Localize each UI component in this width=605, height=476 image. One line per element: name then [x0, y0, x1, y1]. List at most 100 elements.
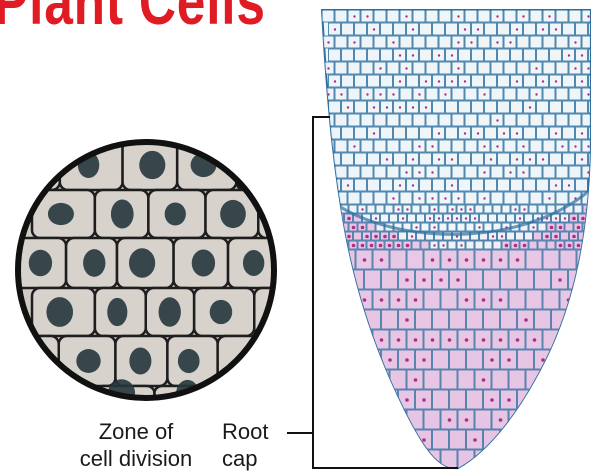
micro-cell-nucleus	[223, 381, 250, 405]
root-cell	[374, 140, 386, 152]
root-cell	[525, 232, 533, 240]
root-cell-nucleus	[574, 145, 576, 147]
root-cell	[484, 270, 500, 289]
root-cell	[331, 350, 347, 369]
root-cell-nucleus	[516, 28, 518, 30]
root-cell	[556, 88, 568, 100]
root-cell	[569, 350, 585, 369]
root-cell-nucleus	[496, 15, 498, 17]
root-cell-nucleus	[574, 41, 576, 43]
root-cell-nucleus	[535, 93, 537, 95]
root-cell-nucleus	[354, 358, 358, 362]
root-cell-nucleus	[370, 244, 374, 248]
micro-cell-nucleus	[178, 349, 200, 373]
root-cell	[504, 62, 516, 74]
root-cell	[467, 390, 483, 409]
root-cell	[331, 430, 347, 449]
root-cell-nucleus	[492, 235, 494, 237]
root-cell-nucleus	[473, 438, 477, 442]
root-cell	[439, 223, 447, 231]
root-cell	[331, 310, 347, 329]
root-cell	[439, 10, 451, 22]
root-cell-nucleus	[590, 217, 594, 221]
root-cell	[498, 75, 510, 87]
root-cell-nucleus	[572, 235, 576, 239]
root-cell-nucleus	[438, 54, 440, 56]
root-cell	[441, 290, 457, 309]
root-cell	[426, 88, 438, 100]
root-cell	[491, 166, 503, 178]
root-cell-nucleus	[380, 258, 384, 262]
root-cell	[408, 214, 416, 222]
root-cell	[382, 390, 398, 409]
root-cell	[577, 410, 593, 429]
root-cell	[387, 166, 399, 178]
root-cell-nucleus	[496, 119, 498, 121]
root-cell	[560, 330, 576, 349]
root-cell-nucleus	[431, 145, 433, 147]
root-cell	[426, 114, 438, 126]
root-cell	[439, 205, 447, 213]
root-cell-nucleus	[499, 298, 503, 302]
root-cell-nucleus	[532, 226, 534, 228]
root-cell-nucleus	[431, 338, 435, 342]
root-cell	[509, 290, 525, 309]
root-cell-nucleus	[414, 378, 418, 382]
root-cell-nucleus	[507, 438, 511, 442]
root-cell	[560, 410, 576, 429]
root-cell-nucleus	[587, 15, 589, 17]
root-cell	[535, 270, 551, 289]
root-cell-nucleus	[548, 197, 550, 199]
root-cell-nucleus	[438, 132, 440, 134]
root-cell-nucleus	[363, 338, 367, 342]
root-cell-nucleus	[577, 226, 581, 230]
root-cell-nucleus	[568, 184, 570, 186]
root-cell-nucleus	[425, 80, 427, 82]
root-cell	[331, 205, 339, 213]
root-cell-nucleus	[374, 235, 378, 239]
root-cell	[478, 114, 490, 126]
root-cell	[552, 390, 568, 409]
root-cell-nucleus	[353, 145, 355, 147]
root-cell-nucleus	[587, 67, 589, 69]
root-cell-nucleus	[405, 278, 409, 282]
root-cell	[535, 390, 551, 409]
root-cell-nucleus	[507, 358, 511, 362]
root-cell-nucleus	[464, 132, 466, 134]
root-cell-nucleus	[509, 41, 511, 43]
root-cell-nucleus	[353, 41, 355, 43]
root-cell	[535, 310, 551, 329]
root-cell-nucleus	[572, 217, 576, 221]
root-cell	[543, 166, 555, 178]
root-cell-nucleus	[327, 41, 329, 43]
root-cell	[530, 114, 542, 126]
root-cell	[413, 62, 425, 74]
root-cell-nucleus	[509, 171, 511, 173]
root-cell-nucleus	[575, 358, 579, 362]
root-cell	[329, 101, 341, 113]
root-cell-nucleus	[405, 15, 407, 17]
root-cell-nucleus	[541, 398, 545, 402]
root-cell	[446, 127, 458, 139]
root-cell-nucleus	[558, 438, 562, 442]
root-cell	[348, 114, 360, 126]
micro-cell-nucleus	[23, 152, 48, 177]
micro-cell-nucleus	[159, 297, 181, 327]
root-cell	[543, 62, 555, 74]
micro-cell-nucleus	[220, 200, 246, 228]
root-cell-nucleus	[373, 132, 375, 134]
root-cell	[465, 140, 477, 152]
root-cell	[450, 310, 466, 329]
root-cell	[382, 310, 398, 329]
root-cell-nucleus	[353, 15, 355, 17]
root-cell-nucleus	[584, 338, 588, 342]
root-cell-nucleus	[447, 217, 449, 219]
root-cell-nucleus	[581, 132, 583, 134]
root-cell-nucleus	[542, 28, 544, 30]
root-cell	[569, 10, 581, 22]
root-cell-nucleus	[584, 378, 588, 382]
root-cell	[335, 36, 347, 48]
root-cell	[376, 205, 384, 213]
root-cell-nucleus	[465, 418, 469, 422]
root-cell-nucleus	[514, 208, 516, 210]
